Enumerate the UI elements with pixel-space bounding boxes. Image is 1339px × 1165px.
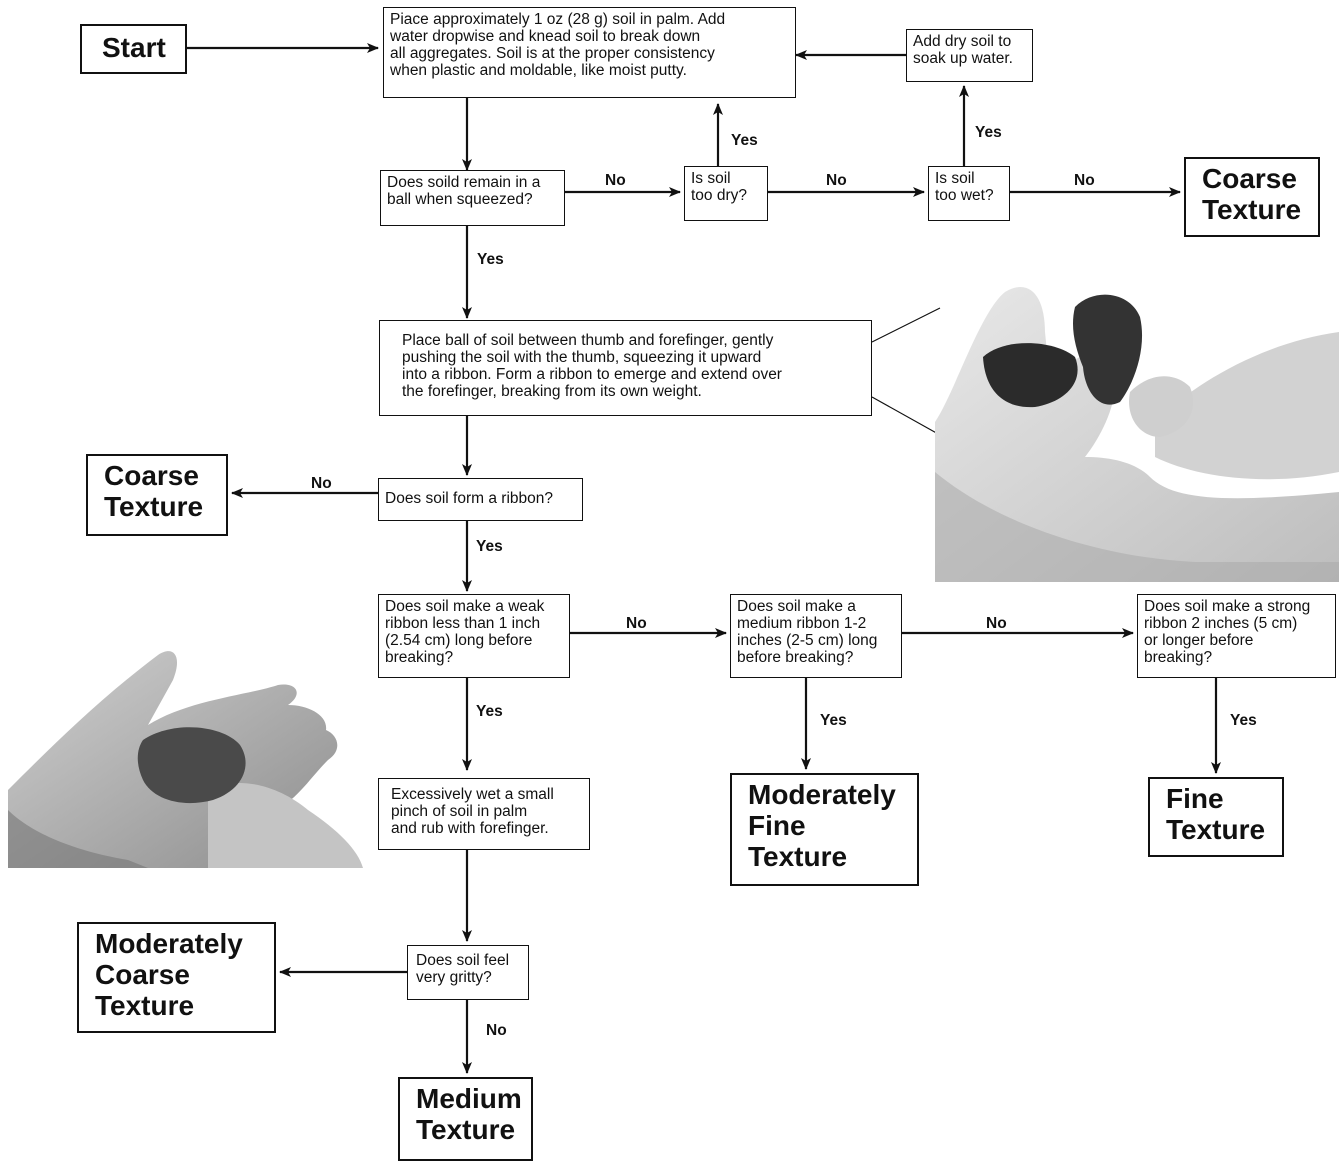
ribbon-forming-step: Place ball of soil between thumb and for…: [379, 320, 872, 416]
fine-texture: Fine Texture: [1148, 777, 1284, 857]
weak-ribbon-decision: Does soil make a weak ribbon less than 1…: [378, 594, 570, 678]
edge-label-medium-yes: Yes: [820, 712, 847, 729]
form-ribbon-decision: Does soil form a ribbon?: [378, 478, 583, 521]
edge-label-medium-no: No: [986, 615, 1007, 632]
medium-texture: Medium Texture: [398, 1077, 533, 1161]
callout-line-lower: [871, 396, 941, 436]
knead-soil-step: Piace approximately 1 oz (28 g) soil in …: [383, 7, 796, 98]
wet-soil-palm-photo: [8, 640, 363, 868]
moderately-fine-texture: Moderately Fine Texture: [730, 773, 919, 886]
ball-decision: Does soild remain in a ball when squeeze…: [380, 170, 565, 226]
edge-label-ball-no: No: [605, 172, 626, 189]
edge-label-ribbon-yes: Yes: [476, 538, 503, 555]
edge-label-dry-yes: Yes: [731, 132, 758, 149]
strong-ribbon-decision: Does soil make a strong ribbon 2 inches …: [1137, 594, 1336, 678]
start-terminal: Start: [80, 24, 187, 74]
edge-label-wet-yes: Yes: [975, 124, 1002, 141]
wet-pinch-step: Excessively wet a small pinch of soil in…: [378, 778, 590, 850]
edge-label-weak-no: No: [626, 615, 647, 632]
callout-lines: [871, 307, 941, 436]
edge-label-ball-yes: Yes: [477, 251, 504, 268]
medium-ribbon-decision: Does soil make a medium ribbon 1-2 inche…: [730, 594, 902, 678]
too-dry-decision: Is soil too dry?: [684, 166, 768, 221]
ribbon-hands-photo: [935, 272, 1339, 582]
callout-line-upper: [871, 307, 941, 343]
edge-label-dry-no: No: [826, 172, 847, 189]
add-dry-soil-step: Add dry soil to soak up water.: [906, 29, 1033, 82]
edge-label-weak-yes: Yes: [476, 703, 503, 720]
too-wet-decision: Is soil too wet?: [928, 166, 1010, 221]
moderately-coarse-texture: Moderately Coarse Texture: [77, 922, 276, 1033]
edge-label-ribbon-no: No: [311, 475, 332, 492]
coarse-texture-top: Coarse Texture: [1184, 157, 1320, 237]
edge-label-strong-yes: Yes: [1230, 712, 1257, 729]
edge-label-gritty-no: No: [486, 1022, 507, 1039]
edge-label-wet-no: No: [1074, 172, 1095, 189]
gritty-decision: Does soil feel very gritty?: [407, 945, 529, 1000]
coarse-texture-left: Coarse Texture: [86, 454, 228, 536]
